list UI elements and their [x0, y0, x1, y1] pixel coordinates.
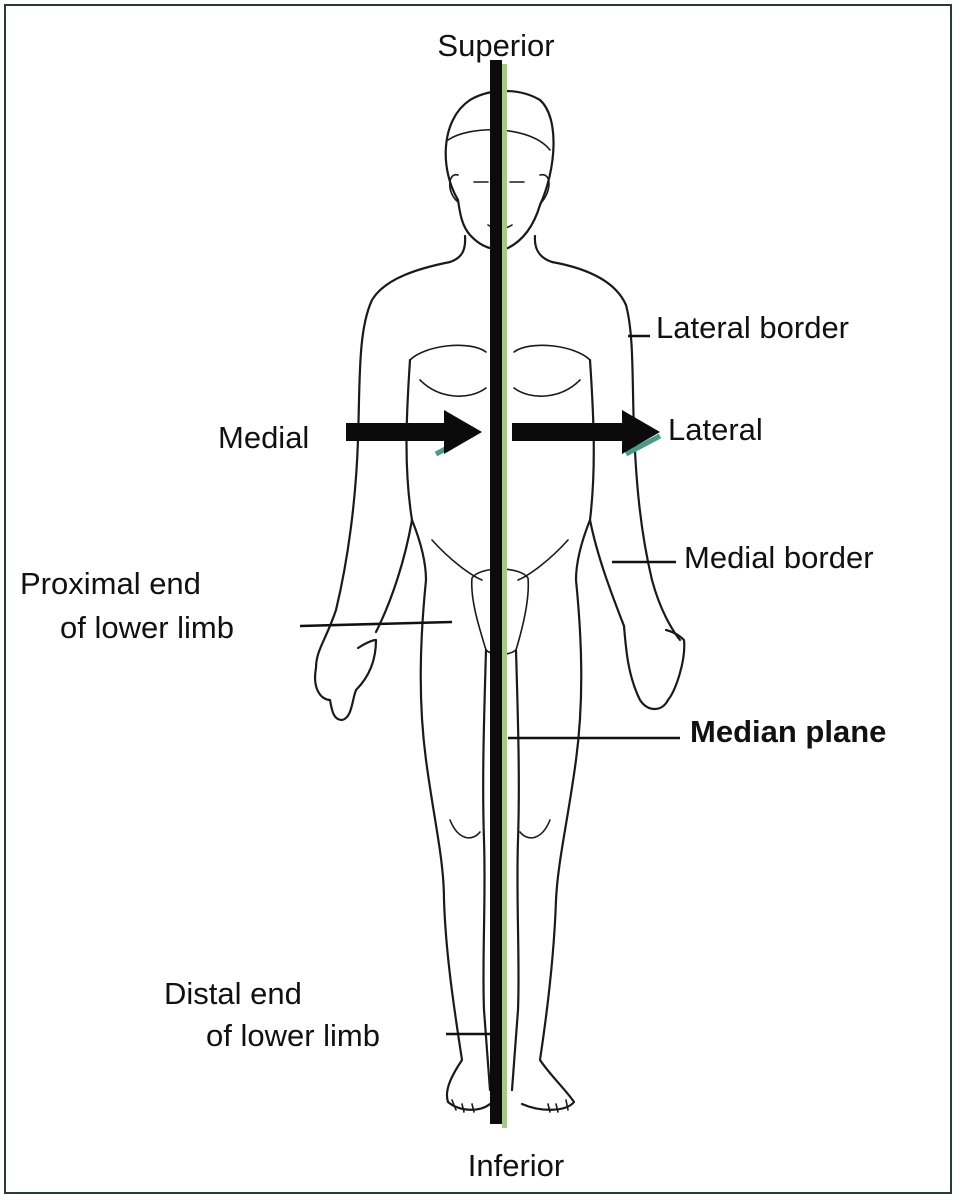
- pectoral-right: [513, 379, 581, 397]
- label-lateral-border: Lateral border: [656, 310, 849, 345]
- neck-right: [533, 234, 554, 264]
- lateral-arrow-head: [622, 410, 660, 454]
- left-shoulder-arm-outer: [314, 260, 452, 670]
- right-leg-outer: [520, 578, 583, 1111]
- left-groin: [431, 539, 483, 581]
- lateral-arrow-accent: [624, 433, 662, 457]
- label-proximal-lower-limb: of lower limb: [60, 610, 234, 645]
- neck-left: [448, 234, 467, 264]
- left-hand: [314, 638, 378, 722]
- lateral-arrow-shaft: [512, 423, 624, 441]
- label-medial-border: Medial border: [684, 540, 874, 575]
- right-waist: [574, 518, 592, 582]
- left-ear: [448, 174, 459, 203]
- label-medial: Medial: [218, 420, 309, 455]
- label-distal-end: Distal end: [164, 976, 302, 1011]
- left-arm-inner: [374, 358, 414, 634]
- right-toes: [547, 1099, 569, 1113]
- head-outline: [444, 90, 555, 251]
- left-waist: [410, 518, 428, 582]
- label-distal-lower-limb: of lower limb: [206, 1018, 380, 1053]
- medial-arrow-head: [444, 410, 482, 454]
- label-median-plane: Median plane: [690, 714, 886, 749]
- right-hand: [622, 624, 686, 711]
- left-toes: [451, 1099, 475, 1113]
- right-leg-inner: [510, 648, 520, 1092]
- median-plane-line: [490, 60, 507, 1128]
- median-plane-bar: [490, 60, 502, 1124]
- chest-right: [513, 344, 591, 361]
- left-knee: [449, 819, 481, 839]
- left-leg-outer: [419, 578, 492, 1111]
- medial-arrow-shaft: [346, 423, 446, 441]
- figure-frame: [4, 4, 952, 1194]
- medial-arrow: [346, 410, 482, 457]
- label-superior: Superior: [437, 28, 554, 63]
- pectoral-left: [419, 379, 487, 397]
- right-groin: [517, 539, 569, 581]
- lateral-arrow: [512, 410, 662, 457]
- right-arm-inner: [588, 358, 626, 628]
- left-leg-inner: [482, 648, 492, 1092]
- chest-left: [409, 344, 487, 361]
- label-proximal-end: Proximal end: [20, 566, 201, 601]
- label-lateral: Lateral: [668, 412, 763, 447]
- label-inferior: Inferior: [468, 1148, 564, 1183]
- proximal-end-leader: [299, 620, 453, 628]
- median-plane-accent: [502, 64, 507, 1128]
- right-ear: [539, 174, 550, 205]
- right-knee: [519, 819, 551, 839]
